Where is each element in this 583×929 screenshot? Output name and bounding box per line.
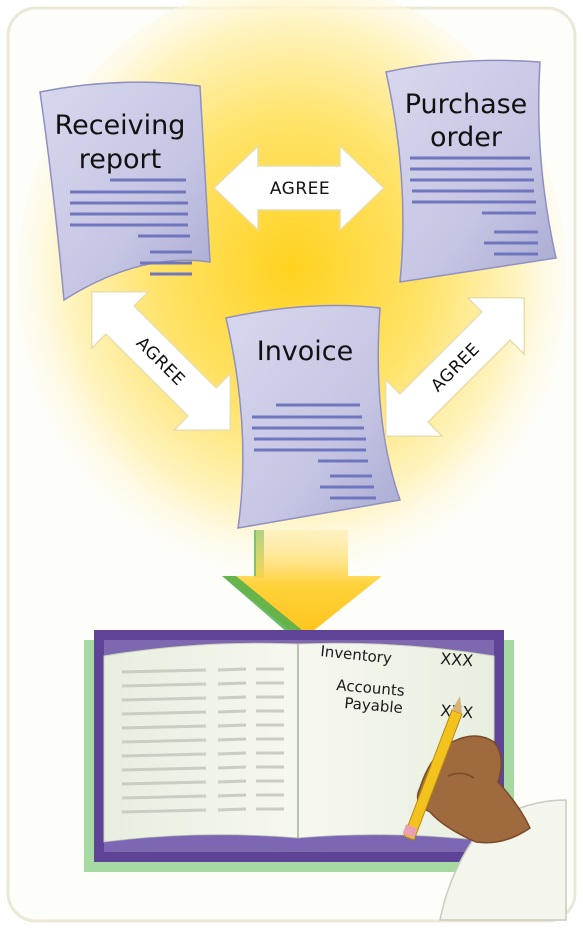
hand [416, 735, 531, 844]
agree-label-top: AGREE [270, 179, 330, 199]
invoice-title: Invoice [257, 336, 354, 367]
purchase-order-title-line1: Purchase [405, 89, 528, 120]
ledger-entry2-account-line1: Accounts [336, 676, 406, 700]
flow-arrow-down [222, 530, 382, 640]
receiving-report-title-line1: Receiving [55, 110, 186, 141]
ledger-left-lines [121, 667, 284, 814]
ledger-entry1-amount: XXX [440, 649, 474, 670]
ledger-entry2-account-line2: Payable [344, 694, 404, 717]
agree-arrow-top: AGREE [212, 144, 386, 232]
document-text-lines [252, 403, 376, 500]
purchase-order-title-line2: order [430, 122, 503, 153]
hand-writing-icon [402, 696, 567, 921]
invoice-document: Invoice [225, 304, 402, 529]
receiving-report-title-line2: report [79, 144, 161, 175]
document-text-lines [410, 156, 538, 256]
receiving-report-document: Receiving report [39, 81, 211, 302]
pencil-icon [402, 696, 463, 841]
document-text-lines [70, 178, 192, 276]
purchase-order-document: Purchase order [385, 59, 557, 283]
